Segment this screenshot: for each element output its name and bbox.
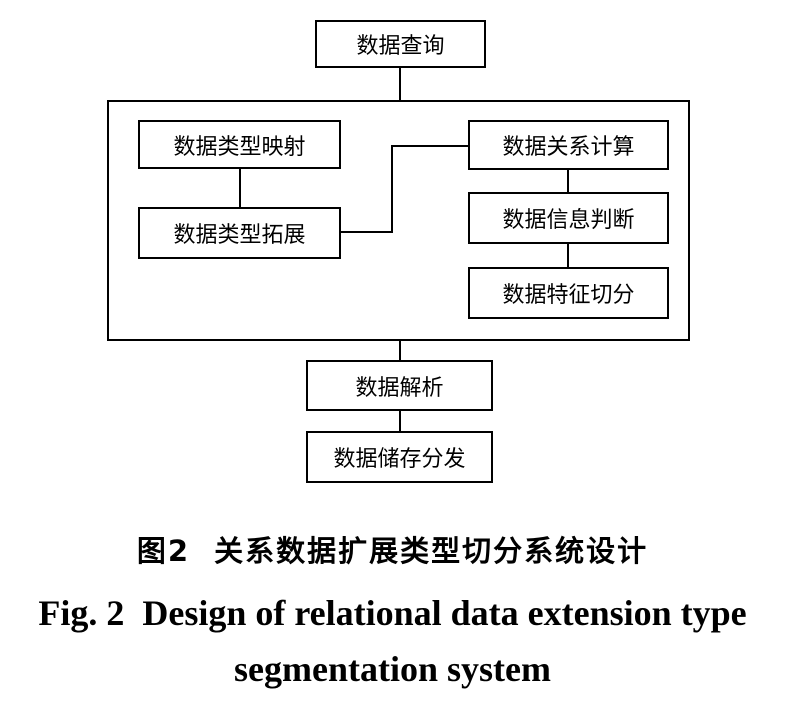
figure-caption-english-line2: segmentation system xyxy=(234,649,551,689)
node-label: 数据查询 xyxy=(356,34,445,59)
node-data-query: 数据查询 xyxy=(315,20,486,68)
edge-extension-relation xyxy=(340,145,469,233)
node-data-relation-calculation: 数据关系计算 xyxy=(468,120,669,170)
node-label: 数据储存分发 xyxy=(333,447,466,472)
figure-caption-english-line1: Fig. 2 Design of relational data extensi… xyxy=(38,593,747,633)
node-data-type-mapping: 数据类型映射 xyxy=(138,120,341,169)
node-label: 数据解析 xyxy=(355,375,444,401)
node-label: 数据关系计算 xyxy=(502,135,635,160)
node-data-type-extension: 数据类型拓展 xyxy=(138,207,341,259)
node-label: 数据信息判断 xyxy=(502,208,635,233)
module-frame xyxy=(107,100,690,341)
node-label: 数据特征切分 xyxy=(502,283,635,308)
node-data-storage-distribution: 数据储存分发 xyxy=(306,431,493,483)
node-label: 数据类型拓展 xyxy=(173,223,306,248)
figure-caption-chinese: 图2 关系数据扩展类型切分系统设计 xyxy=(136,534,649,568)
node-data-info-judgement: 数据信息判断 xyxy=(468,192,669,244)
node-label: 数据类型映射 xyxy=(173,134,306,160)
node-data-feature-segmentation: 数据特征切分 xyxy=(468,267,669,319)
node-data-parsing: 数据解析 xyxy=(306,360,493,411)
